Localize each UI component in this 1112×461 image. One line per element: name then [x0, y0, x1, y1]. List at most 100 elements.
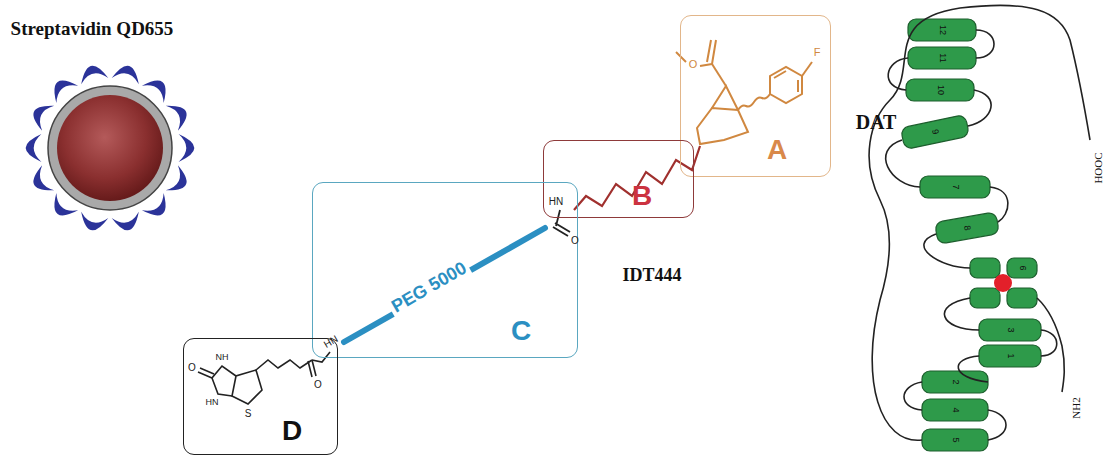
streptavidin-crescent — [112, 212, 139, 231]
qd-core — [57, 95, 163, 201]
amide-bond — [312, 352, 330, 362]
chain-label: PEG 5000 — [385, 256, 472, 318]
helix-number: 12 — [938, 25, 947, 35]
n-terminal-tail — [1037, 298, 1064, 392]
streptavidin-crescent — [33, 106, 54, 131]
atom-label: HN — [206, 398, 219, 407]
loop — [886, 140, 920, 187]
part-letter: B — [632, 182, 652, 210]
helix — [922, 399, 988, 421]
loop — [924, 234, 970, 268]
loop — [968, 90, 991, 126]
molecule-part-box: D — [183, 338, 338, 455]
compound-name: IDT444 — [622, 266, 681, 284]
phenyl-double-bonds — [774, 71, 798, 92]
helix-number: 10 — [936, 85, 945, 95]
streptavidin-crescent — [26, 134, 42, 162]
tropane-bridge — [712, 86, 738, 110]
atom-label: O — [314, 380, 322, 390]
loop — [888, 58, 908, 90]
urea-ring — [212, 366, 236, 396]
helix — [900, 114, 969, 149]
helix-number: 5 — [951, 437, 960, 442]
loop — [988, 410, 1006, 440]
biotin-structure — [198, 352, 330, 404]
loop — [1041, 330, 1057, 356]
part-letter: D — [282, 417, 302, 445]
binding-site — [994, 274, 1012, 292]
ester-oxygen-bond — [700, 64, 712, 66]
urea-carbonyl — [198, 368, 214, 378]
carbonyl — [707, 40, 716, 64]
streptavidin-crescent — [81, 66, 108, 85]
streptavidin-crescent — [166, 165, 187, 190]
c-terminal-tail — [869, 5, 1090, 440]
fluoro-bond — [802, 62, 812, 76]
tropane-structure — [676, 40, 812, 144]
amide-bond — [553, 210, 570, 236]
helix — [922, 429, 988, 451]
qd-shell — [48, 86, 172, 210]
valeryl-chain — [256, 360, 312, 370]
helix-number: 6 — [1018, 265, 1027, 270]
part-letter: A — [767, 136, 787, 164]
terminus-label: NH2 — [1071, 397, 1082, 418]
ester-bond — [712, 64, 726, 86]
figure-title: Streptavidin QD655 — [11, 19, 174, 38]
helix — [920, 176, 990, 198]
atom-label: O — [188, 363, 196, 373]
atom-label: HN — [549, 197, 563, 207]
helix — [970, 258, 1000, 278]
helix-number: 1 — [1006, 353, 1015, 358]
loop — [990, 187, 1008, 222]
helix — [1007, 288, 1037, 308]
wavy-bond — [738, 94, 770, 110]
helix — [979, 345, 1041, 367]
molecule-part-box: PEG 5000C — [312, 182, 578, 358]
helix-number: 11 — [938, 53, 947, 62]
helix-number: 7 — [951, 184, 960, 189]
streptavidin-crescent — [33, 165, 54, 190]
streptavidin-crescent — [142, 81, 166, 103]
atom-label: S — [245, 409, 252, 419]
thiophane-ring — [232, 370, 262, 404]
loop — [976, 30, 994, 58]
helix — [908, 19, 976, 41]
streptavidin-crescent — [166, 106, 187, 131]
alkyl-chain — [574, 146, 700, 210]
streptavidin-crescent — [142, 193, 166, 215]
terminus-label: HOOC — [1093, 152, 1104, 183]
helix-number: 2 — [951, 379, 960, 384]
atom-label: NH — [216, 353, 229, 362]
streptavidin-crescent — [54, 193, 78, 215]
molecule-part-box: A — [680, 15, 831, 177]
streptavidin-crescent — [112, 66, 139, 85]
dat-loops — [869, 5, 1090, 440]
loop — [958, 356, 988, 382]
helix — [970, 288, 1000, 308]
helix — [979, 319, 1041, 341]
methyl — [676, 52, 686, 62]
molecule-part-box: B — [543, 140, 694, 218]
loop — [944, 298, 979, 330]
streptavidin-crescent — [54, 81, 78, 103]
atom-label: O — [689, 59, 698, 70]
streptavidin-crescent — [179, 134, 195, 162]
helix — [935, 212, 1000, 244]
atom-label: O — [571, 236, 579, 246]
atom-label: F — [814, 47, 821, 58]
quantum-dot — [26, 66, 195, 231]
helix — [906, 79, 974, 101]
helix — [1007, 258, 1037, 278]
phenyl-ring — [770, 67, 802, 103]
helix — [908, 47, 976, 69]
protein-name: DAT — [856, 112, 897, 132]
helix — [922, 371, 988, 393]
helix-number: 4 — [951, 407, 960, 412]
dat-helices — [900, 19, 1041, 451]
helix-number: 3 — [1006, 327, 1015, 332]
streptavidin-crescent — [81, 212, 108, 231]
tropane-ring — [697, 108, 748, 144]
